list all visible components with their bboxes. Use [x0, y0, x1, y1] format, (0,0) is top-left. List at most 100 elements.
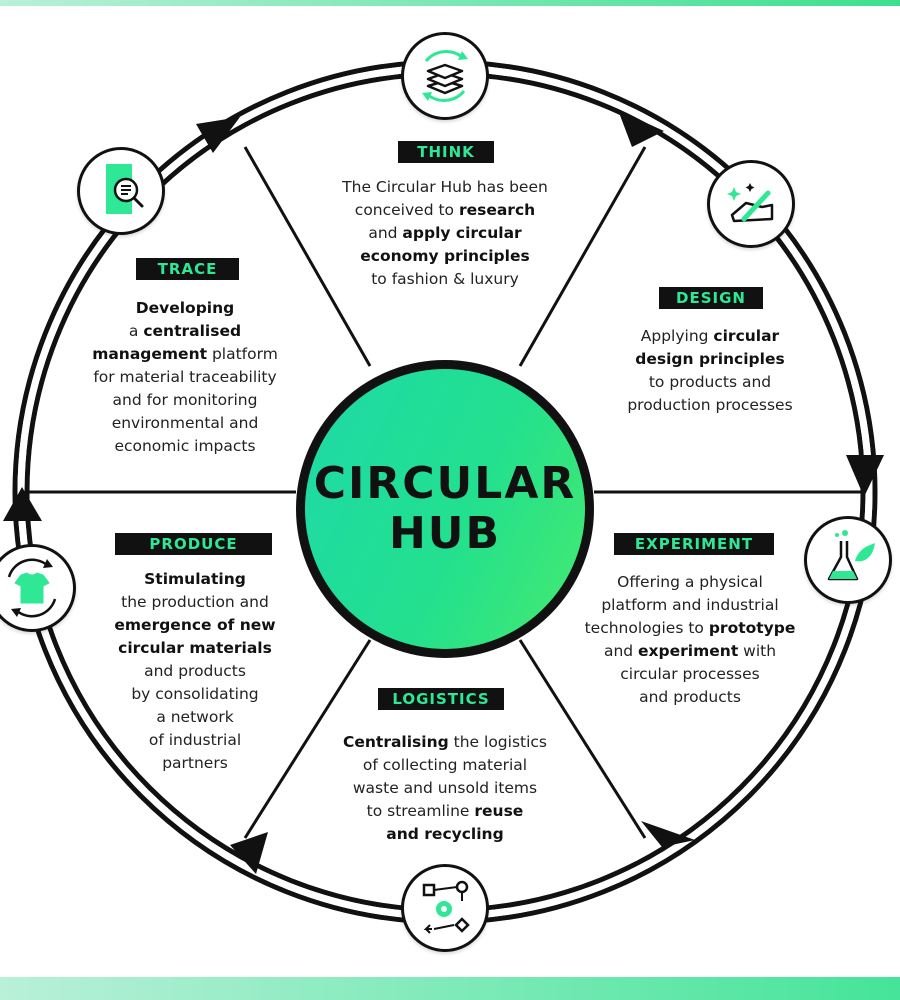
think-text-segment: apply circular [402, 224, 522, 242]
think-node [401, 32, 489, 120]
produce-description: Stimulating the production and emergence o… [90, 568, 300, 775]
trace-description-line: environmental and [60, 412, 310, 435]
logistics-text-segment: and recycling [386, 825, 504, 843]
trace-text-segment: centralised [143, 322, 242, 340]
spoke-trace-think [243, 146, 372, 367]
design-node [707, 160, 795, 248]
experiment-description-line: platform and industrial [560, 594, 820, 617]
design-text-segment: design principles [635, 350, 785, 368]
design-description-line: design principles [590, 348, 830, 371]
trace-description-line: Developing [60, 297, 310, 320]
layers-cycle-icon [422, 50, 468, 102]
trace-node [77, 147, 165, 235]
logistics-description-line: of collecting material [300, 754, 590, 777]
trace-text-segment: and for monitoring [112, 391, 258, 409]
trace-description-line: for material traceability [60, 366, 310, 389]
produce-text-segment: a network [156, 708, 234, 726]
design-description-line: Applying circular [590, 325, 830, 348]
experiment-description-line: technologies to prototype [560, 617, 820, 640]
trace-text-segment: economic impacts [114, 437, 256, 455]
think-description-line: conceived to research [290, 199, 600, 222]
top-accent-bar [0, 0, 900, 6]
experiment-text-segment: platform and industrial [601, 596, 779, 614]
produce-description-line: of industrial [90, 729, 300, 752]
produce-tag: PRODUCE [115, 533, 272, 555]
think-description-line: The Circular Hub has been [290, 176, 600, 199]
experiment-text-segment: technologies to [584, 619, 709, 637]
trace-text-segment: for material traceability [93, 368, 277, 386]
logistics-text-segment: waste and unsold items [352, 779, 538, 797]
think-text-segment: to fashion & luxury [371, 270, 519, 288]
think-text-segment: research [458, 201, 536, 219]
think-text-segment: and [368, 224, 403, 242]
trace-text-segment: environmental and [111, 414, 259, 432]
think-text-segment: conceived to [354, 201, 459, 219]
think-description: The Circular Hub has been conceived to re… [290, 176, 600, 291]
produce-description-line: emergence of new [90, 614, 300, 637]
produce-description-line: and products [90, 660, 300, 683]
think-description-line: and apply circular [290, 222, 600, 245]
produce-description-line: the production and [90, 591, 300, 614]
produce-description-line: Stimulating [90, 568, 300, 591]
trace-text-segment: management [92, 345, 208, 363]
arrow-produce-trace [3, 487, 42, 521]
trace-description-line: and for monitoring [60, 389, 310, 412]
design-text-segment: Applying [640, 327, 714, 345]
produce-text-segment: partners [162, 754, 228, 772]
produce-description-line: a network [90, 706, 300, 729]
logistics-tag: LOGISTICS [378, 688, 504, 710]
arrow-experiment-logistics [641, 821, 695, 847]
design-text-segment: production processes [627, 396, 793, 414]
trace-description-line: a centralised [60, 320, 310, 343]
trace-tag: TRACE [136, 258, 239, 280]
spoke-think-design [518, 146, 647, 367]
bottom-accent-bar [0, 977, 900, 1000]
circular-hub: CIRCULAR HUB [296, 360, 594, 658]
experiment-text-segment: experiment [638, 642, 739, 660]
produce-text-segment: by consolidating [131, 685, 259, 703]
hub-title-line1: CIRCULAR [313, 458, 577, 509]
arrow-design-experiment [846, 455, 884, 497]
trace-text-segment: platform [207, 345, 278, 363]
flask-leaf-icon [827, 530, 875, 581]
hub-title-line2: HUB [388, 508, 502, 559]
think-text-segment: The Circular Hub has been [342, 178, 548, 196]
logistics-description-line: Centralising the logistics [300, 731, 590, 754]
design-description-line: to products and [590, 371, 830, 394]
experiment-description-line: Offering a physical [560, 571, 820, 594]
experiment-text-segment: Offering a physical [617, 573, 763, 591]
experiment-text-segment: and [603, 642, 639, 660]
logistics-node [401, 864, 489, 952]
think-description-line: to fashion & luxury [290, 268, 600, 291]
design-description: Applying circular design principles to pro… [590, 325, 830, 417]
produce-node [0, 544, 76, 632]
tshirt-cycle-icon [7, 558, 57, 618]
experiment-text-segment: with [738, 642, 777, 660]
trace-description-line: economic impacts [60, 435, 310, 458]
spoke-logistics-produce [243, 639, 372, 839]
produce-text-segment: the production and [121, 593, 269, 611]
logistics-description-line: waste and unsold items [300, 777, 590, 800]
logistics-description-line: to streamline reuse [300, 800, 590, 823]
document-search-icon [106, 164, 144, 214]
design-text-segment: to products and [648, 373, 772, 391]
experiment-text-segment: circular processes [620, 665, 760, 683]
workflow-gear-icon [422, 880, 470, 934]
experiment-text-segment: and products [639, 688, 741, 706]
arrow-trace-think [196, 117, 240, 153]
trace-text-segment: a [128, 322, 144, 340]
experiment-description-line: and experiment with [560, 640, 820, 663]
logistics-text-segment: the logistics [448, 733, 548, 751]
experiment-node [804, 516, 892, 604]
design-text-segment: circular [713, 327, 780, 345]
experiment-description: Offering a physical platform and industri… [560, 571, 820, 709]
arrow-logistics-produce [230, 832, 268, 874]
produce-text-segment: of industrial [148, 731, 242, 749]
think-description-line: economy principles [290, 245, 600, 268]
experiment-tag: EXPERIMENT [614, 533, 774, 555]
spoke-experiment-logistics [518, 639, 647, 839]
produce-description-line: by consolidating [90, 683, 300, 706]
think-text-segment: economy principles [360, 247, 530, 265]
